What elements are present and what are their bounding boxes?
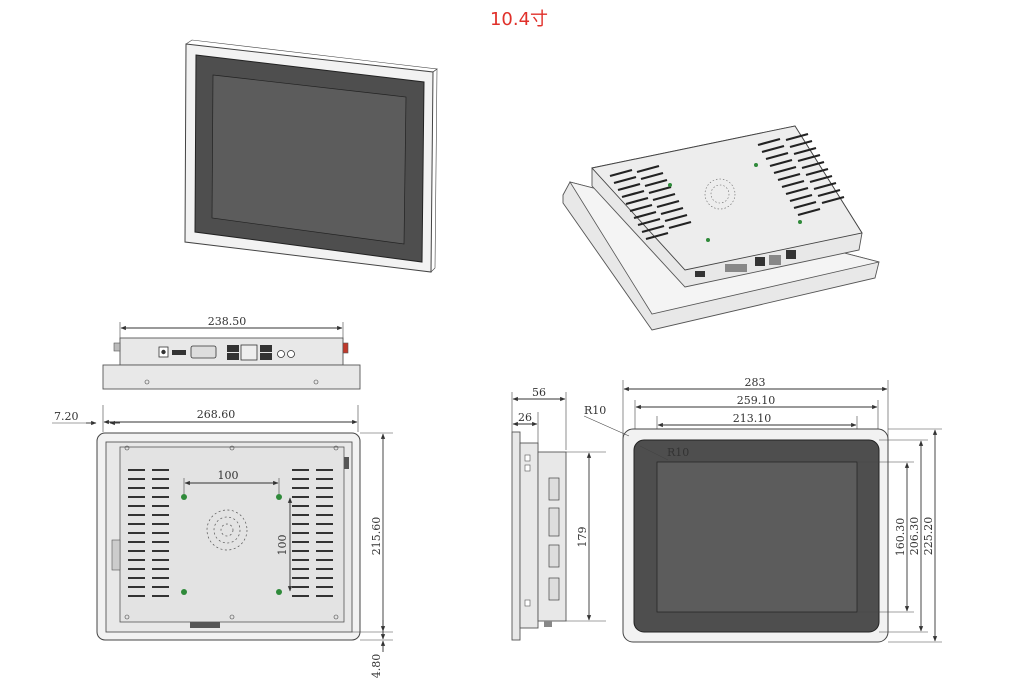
front-perspective-view <box>184 39 438 273</box>
back-width-label: 268.60 <box>197 408 236 421</box>
front-view: 283 259.10 213.10 R10 R10 160.30 206.30 … <box>583 376 942 643</box>
vesa-hole <box>276 494 282 500</box>
back-perspective-view <box>562 125 880 331</box>
speaker-grille <box>704 178 736 210</box>
io-ports-perspective <box>695 250 796 277</box>
top-width-label: 238.50 <box>208 315 247 328</box>
front-height-display-label: 206.30 <box>908 517 921 556</box>
corner-outer-label: R10 <box>584 404 606 417</box>
vent-slots-right <box>757 132 845 217</box>
vent-slots-back-left <box>128 469 169 597</box>
top-view: 238.50 <box>102 315 361 390</box>
hole-spacing-v-label: 100 <box>276 535 289 556</box>
front-width-active-label: 213.10 <box>733 412 772 425</box>
side-depth-label: 56 <box>532 386 546 399</box>
hole-spacing-h-label: 100 <box>218 469 239 482</box>
back-offset-left-label: 7.20 <box>54 410 79 423</box>
page-title: 10.4寸 <box>490 9 548 30</box>
side-view: 56 26 179 <box>511 386 606 641</box>
side-flange-label: 26 <box>518 411 532 424</box>
back-offset-bottom-label: 4.80 <box>370 654 383 679</box>
vesa-hole <box>181 494 187 500</box>
vent-slots-back-right <box>292 469 333 597</box>
vent-slots-left <box>609 164 692 241</box>
front-height-active-label: 160.30 <box>894 518 907 557</box>
back-view: 268.60 7.20 <box>52 405 393 678</box>
back-height-label: 215.60 <box>370 517 383 556</box>
side-height-label: 179 <box>576 527 589 548</box>
front-width-outer-label: 283 <box>745 376 766 389</box>
vesa-hole <box>276 589 282 595</box>
vesa-hole <box>181 589 187 595</box>
io-ports-top <box>158 344 295 361</box>
front-width-display-label: 259.10 <box>737 394 776 407</box>
corner-inner-label: R10 <box>667 446 689 459</box>
speaker-grille-back <box>206 509 248 551</box>
front-height-outer-label: 225.20 <box>922 517 935 556</box>
